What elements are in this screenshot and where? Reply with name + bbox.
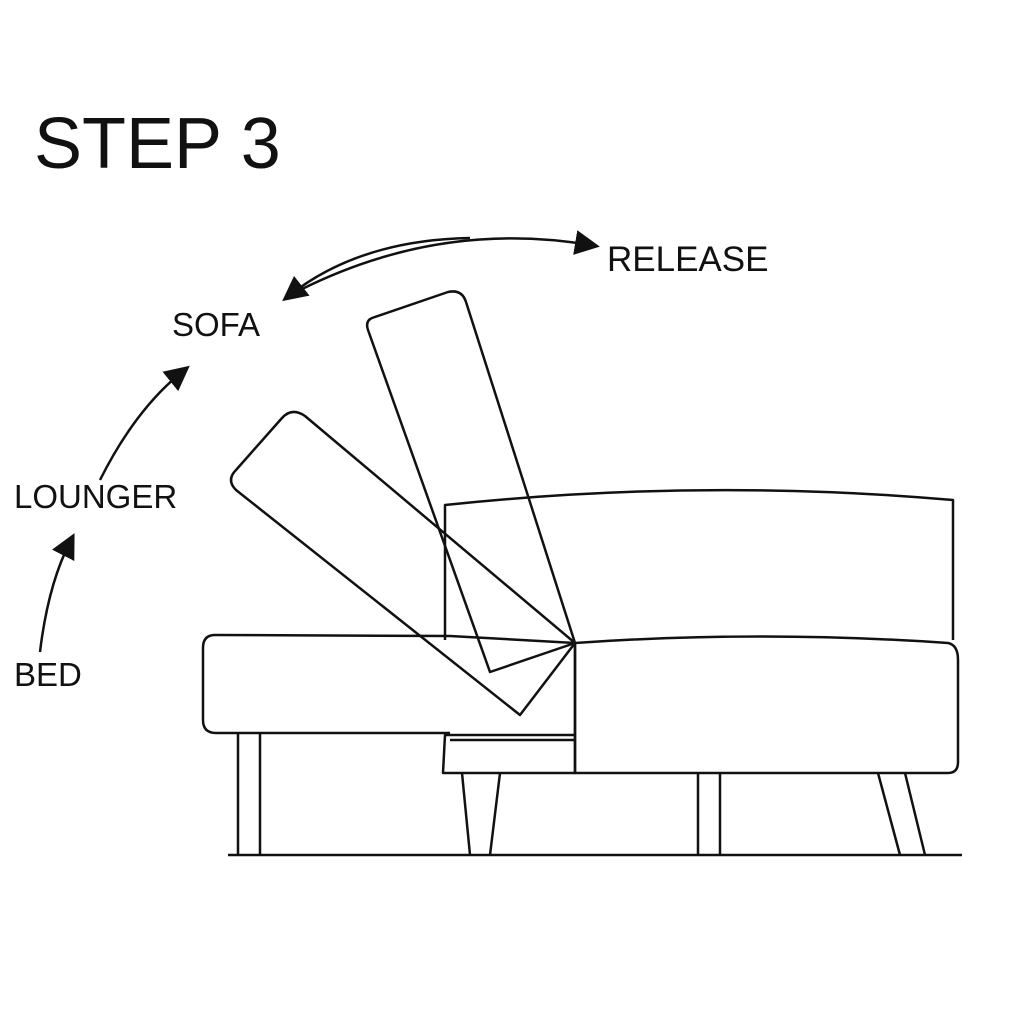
backrest-sofa-position	[365, 290, 577, 674]
step-title: STEP 3	[34, 104, 281, 184]
backrest-lounger-position	[229, 410, 577, 717]
label-release: RELEASE	[607, 240, 768, 279]
label-sofa: SOFA	[172, 306, 260, 343]
bed-top-line	[449, 634, 576, 645]
label-bed: BED	[14, 656, 82, 693]
seat-cushion	[573, 635, 960, 775]
bed-cushion	[201, 633, 451, 735]
leg-icon	[236, 733, 262, 855]
arrow-sofa-release	[299, 230, 600, 292]
back-frame	[443, 488, 955, 640]
leg-icon	[876, 772, 927, 856]
arrow-bed-lounger	[38, 533, 75, 653]
arrow-release-sofa	[282, 236, 471, 302]
leg-icon	[696, 773, 722, 855]
leg-icon	[460, 772, 502, 856]
arrow-lounger-sofa	[98, 365, 190, 481]
label-lounger: LOUNGER	[14, 478, 177, 515]
